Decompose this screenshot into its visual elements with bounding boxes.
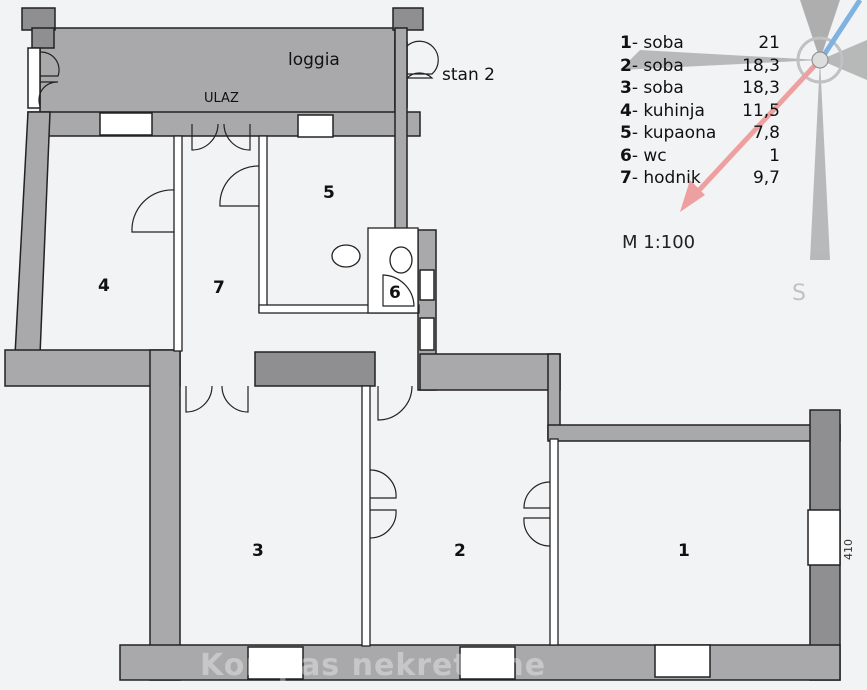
legend-area: 21	[758, 33, 780, 53]
legend-num: 5	[620, 123, 632, 143]
room-2-label: 2	[454, 541, 466, 561]
legend-num: 6	[620, 145, 632, 166]
legend-row: 1 - soba 21	[620, 32, 780, 55]
compass-needle-icon	[680, 0, 863, 212]
legend-row: 5 - kupaona 7,8	[620, 122, 780, 145]
legend-name: - kuhinja	[631, 100, 705, 121]
legend-name: - kupaona	[631, 123, 717, 143]
toilet-icon	[389, 246, 413, 274]
compass-rose-icon: S	[620, 0, 867, 306]
legend-area: 18,3	[742, 78, 780, 98]
neighbor-label: stan 2	[442, 65, 495, 85]
legend-num: 4	[620, 100, 632, 121]
legend-area: 9,7	[752, 168, 780, 188]
dimension-label: 410	[842, 539, 855, 560]
loggia-label: loggia	[288, 50, 340, 70]
legend-name: - soba	[631, 55, 684, 76]
legend-name: - soba	[631, 78, 684, 98]
legend-area: 1	[769, 145, 780, 166]
legend-num: 1	[620, 33, 632, 53]
legend-row: 6 - wc 1	[620, 145, 780, 168]
legend-name: - hodnik	[631, 168, 701, 188]
entrance-label: ULAZ	[204, 91, 239, 106]
room-3-label: 3	[252, 541, 264, 561]
room-4-label: 4	[98, 276, 110, 296]
legend-num: 3	[620, 78, 632, 98]
legend-area: 18,3	[742, 55, 780, 76]
legend-row: 2 - soba 18,3	[620, 55, 780, 78]
loggia-area	[39, 27, 396, 117]
watermark-logo: Kompas nekretnine	[200, 648, 547, 683]
legend-row: 7 - hodnik 9,7	[620, 167, 780, 190]
room-1-label: 1	[678, 541, 690, 561]
legend-num: 7	[620, 168, 632, 188]
legend-num: 2	[620, 55, 632, 76]
legend-name: - soba	[631, 33, 684, 53]
svg-text:S: S	[792, 281, 806, 306]
sink-icon	[331, 244, 361, 268]
legend-row: 3 - soba 18,3	[620, 77, 780, 100]
room-legend: 1 - soba 21 2 - soba 18,3 3 - soba 18,3 4 -…	[620, 32, 780, 190]
room-7-label: 7	[213, 278, 225, 298]
legend-row: 4 - kuhinja 11,5	[620, 100, 780, 123]
legend-name: - wc	[631, 145, 667, 166]
scale-label: M 1:100	[622, 232, 696, 253]
legend-area: 11,5	[742, 100, 780, 121]
room-6-label: 6	[389, 283, 401, 303]
room-5-label: 5	[323, 183, 335, 203]
legend-area: 7,8	[752, 123, 780, 143]
